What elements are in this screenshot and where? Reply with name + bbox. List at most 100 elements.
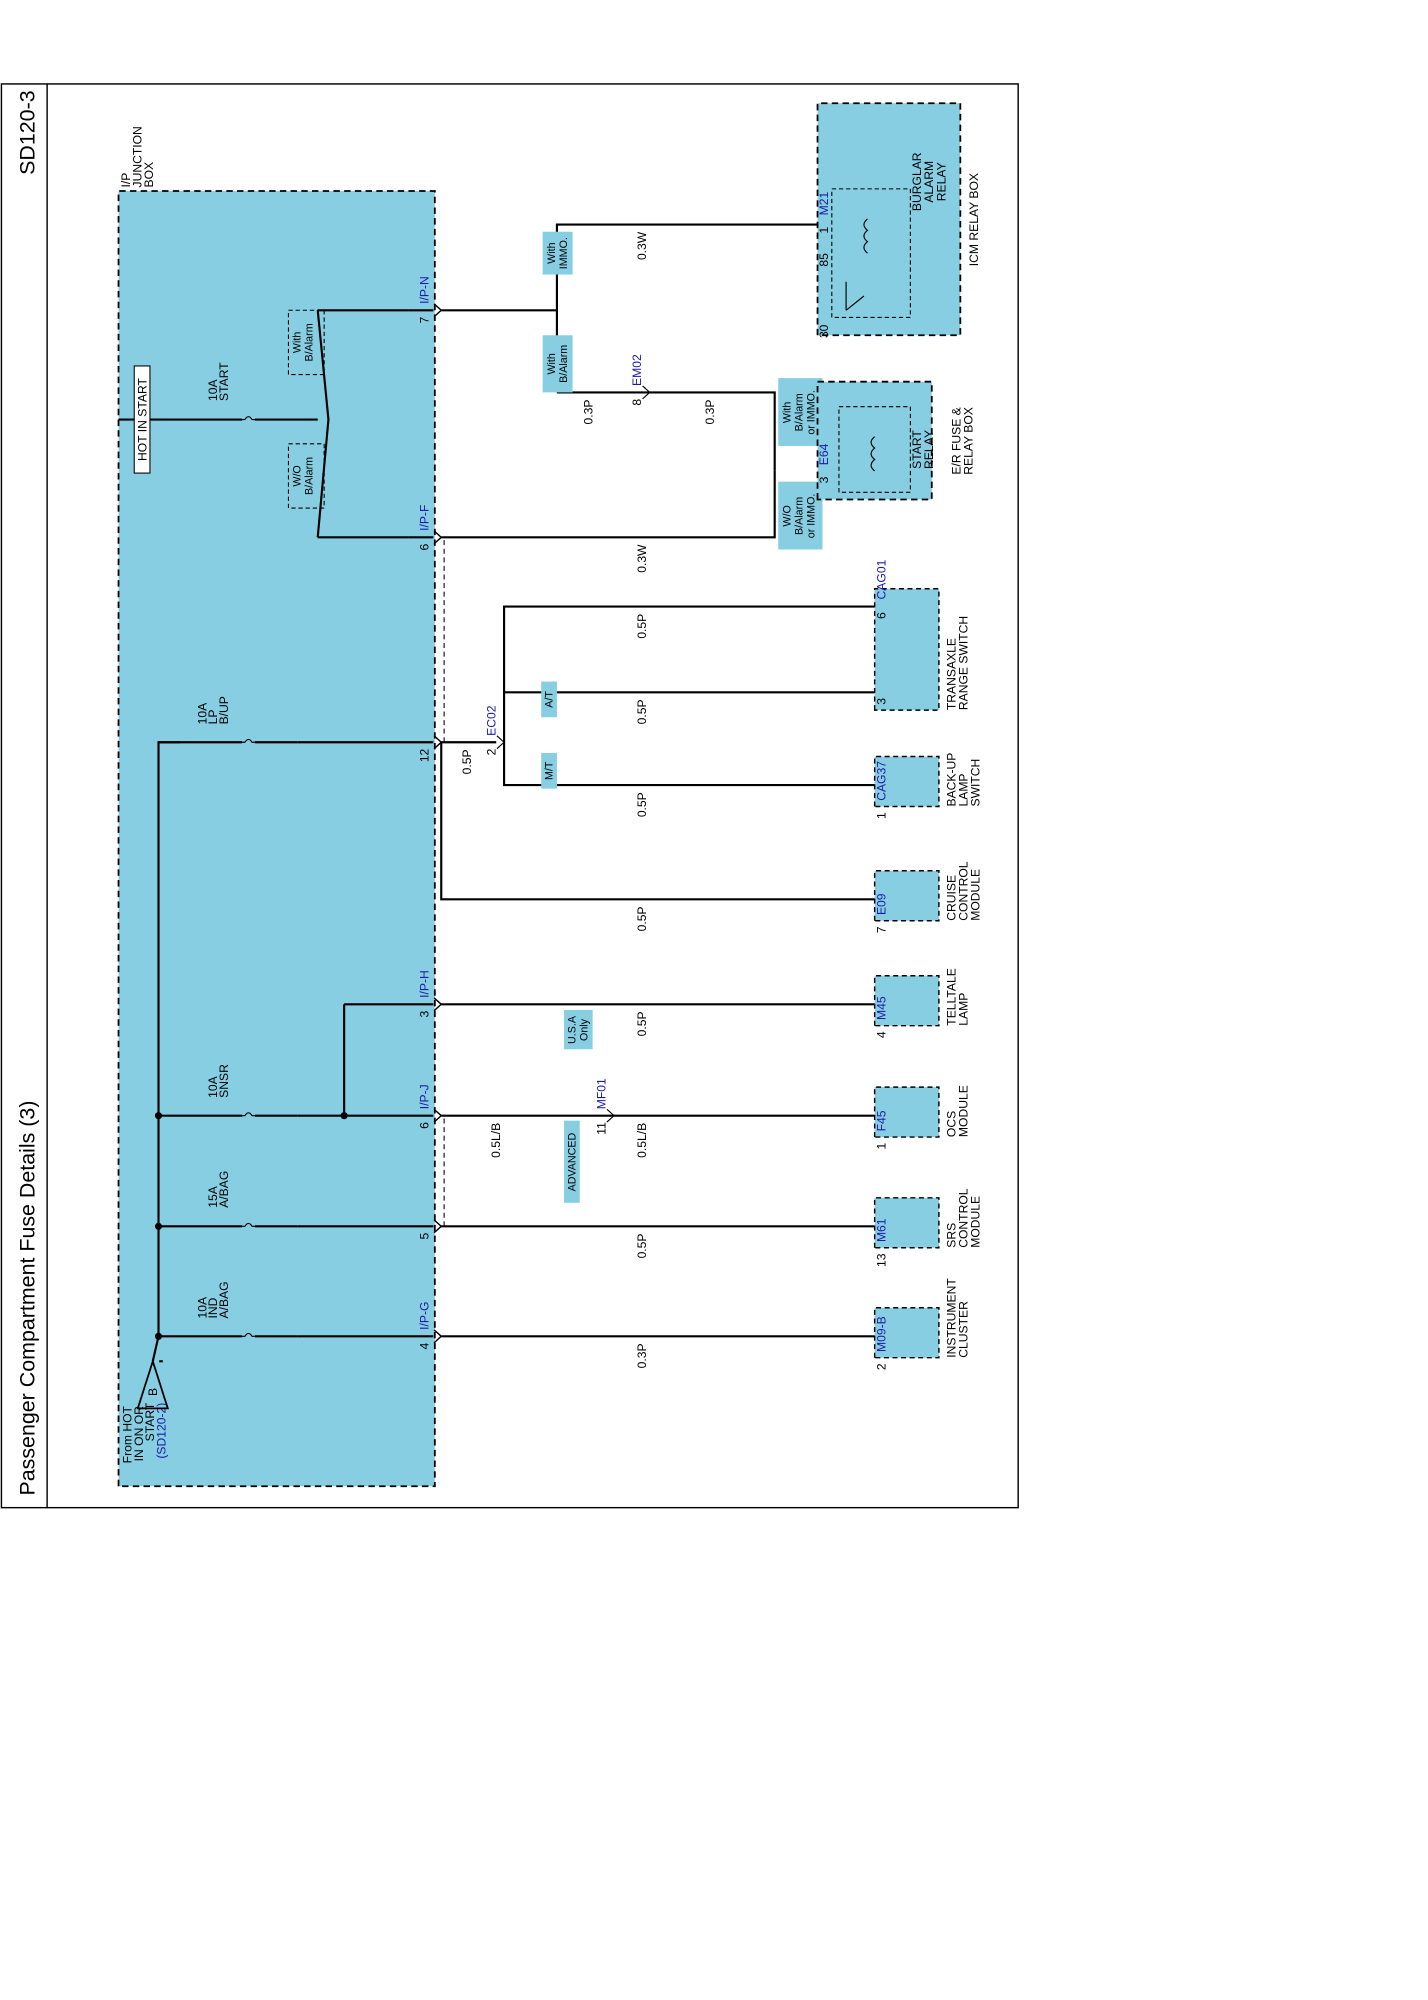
wire-telltale-label: 0.5P (635, 1011, 649, 1036)
connector-cag01[interactable]: CAG01 (874, 559, 888, 599)
cond-wo-immo-box (778, 481, 823, 550)
alarm-relay-switch-icon (845, 281, 865, 311)
page-title: Passenger Compartment Fuse Details (3) (15, 1101, 39, 1496)
svg-text:4: 4 (417, 1342, 431, 1349)
wire-tr3-label: 0.5P (635, 699, 649, 724)
jb-pin-3: 3 I/P-H (344, 970, 434, 1017)
fuse-abag-symbol (242, 1222, 255, 1227)
ec02-connector[interactable]: EC02 (485, 705, 499, 736)
wire-range-3 (503, 691, 875, 743)
component-cruise-module: 7 E09 CRUISECONTROLMODULE (873, 861, 983, 933)
jb-connector-iph[interactable]: I/P-H (417, 970, 431, 998)
fuse-snsr-symbol (242, 1112, 255, 1117)
svg-text:6: 6 (417, 1122, 431, 1129)
svg-text:TRANSAXLERANGE SWITCH: TRANSAXLERANGE SWITCH (944, 616, 970, 710)
wire-start-with (441, 309, 558, 393)
hot-in-start-box (133, 365, 151, 474)
start-relay-coil-icon (870, 436, 876, 472)
svg-text:CRUISECONTROLMODULE: CRUISECONTROLMODULE (944, 861, 982, 921)
wire-range-6 (503, 605, 875, 693)
mf01-connector[interactable]: MF01 (594, 1078, 608, 1109)
connector-cag37[interactable]: CAG37 (874, 761, 888, 801)
jb-connector-ipn[interactable]: I/P-N (417, 276, 431, 304)
fuse-snsr-label: SNSR10A (206, 1064, 231, 1098)
connector-m21[interactable]: M21 (817, 191, 831, 215)
wire-tr6-label: 0.5P (635, 614, 649, 639)
component-telltale-lamp: 4 M45 TELLTALELAMP (873, 968, 970, 1038)
cond-mt-box (541, 752, 557, 789)
source-label: From HOT IN ON OR START (120, 1402, 157, 1463)
mf01-pin: 11 (594, 1122, 608, 1135)
svg-text:30: 30 (817, 324, 831, 338)
cond-with-immo: WithIMMO. (546, 237, 570, 269)
connector-m61[interactable]: M61 (874, 1218, 888, 1242)
hot-in-start-label: HOT IN START (135, 378, 149, 461)
connector-e64[interactable]: E64 (817, 443, 831, 465)
cond-with-balarm-short: WithB/Alarm (546, 345, 570, 383)
svg-text:6: 6 (417, 544, 431, 551)
cond-usa-box (564, 1009, 593, 1050)
connector-e09[interactable]: E09 (874, 893, 888, 915)
jb-pin-5: 5 (297, 1225, 434, 1240)
jb-pin-6j: 6 I/P-J (297, 1084, 434, 1129)
wire-ocs-jb-label: 0.5L/B (489, 1123, 503, 1158)
fuse-bup-label: B/UPLP10A (195, 696, 230, 724)
wire-instrument-label: 0.3P (635, 1343, 649, 1368)
svg-text:TELLTALELAMP: TELLTALELAMP (944, 968, 970, 1026)
splice-1 (154, 1332, 163, 1340)
connector-f45[interactable]: F45 (874, 1110, 888, 1131)
svg-text:3: 3 (874, 698, 888, 705)
svg-text:1: 1 (817, 226, 831, 233)
cond-with-balarm-short-box (542, 335, 573, 393)
fuse-aind-label: A/BAGIND10A (195, 1281, 230, 1318)
connector-m45[interactable]: M45 (874, 996, 888, 1020)
jb-pin-6f: 6 I/P-F (408, 505, 434, 551)
svg-text:SRSCONTROLMODULE: SRSCONTROLMODULE (944, 1188, 982, 1248)
component-transaxle-switch: 3 6 CAG01 TRANSAXLERANGE SWITCH (873, 559, 970, 711)
cond-with-immo-box (542, 231, 573, 275)
em02-connector[interactable]: EM02 (630, 354, 644, 386)
jb-pin-7: 7 I/P-N (408, 276, 434, 323)
fuse-abag-label: A/BAG15A (206, 1171, 231, 1208)
wire-em02-jb-label: 0.3P (582, 400, 596, 425)
cond-with-immo-relay-box (778, 378, 823, 446)
svg-text:7: 7 (874, 926, 888, 933)
jb-connector-ipj[interactable]: I/P-J (417, 1084, 431, 1109)
fuse-start-symbol (242, 416, 255, 421)
svg-text:4: 4 (874, 1031, 888, 1038)
source-ref[interactable]: (SD120-2) (155, 1403, 169, 1459)
cond-with-balarm: WithB/Alarm (292, 323, 316, 361)
cond-with-balarm-box (287, 309, 325, 376)
wire-cruise-label: 0.5P (635, 906, 649, 931)
wire-start-wo-label: 0.3W (635, 544, 649, 573)
source-terminal: B (146, 1388, 160, 1396)
fuse-start-label: START10A (206, 362, 231, 401)
wire-ocs-comp-label: 0.5L/B (635, 1123, 649, 1158)
cond-advanced-box (564, 1120, 580, 1203)
wire-em02-relay (556, 391, 776, 471)
jb-connector-ipg[interactable]: I/P-G (417, 1302, 431, 1330)
cond-usa: U.S.AOnly (566, 1015, 590, 1044)
svg-text:BURGLARALARMRELAY: BURGLARALARMRELAY (910, 152, 948, 211)
component-ocs-module: 1 F45 OCSMODULE (873, 1085, 970, 1150)
svg-text:12: 12 (417, 748, 431, 762)
svg-text:INSTRUMENTCLUSTER: INSTRUMENTCLUSTER (944, 1278, 970, 1358)
svg-text:3: 3 (817, 476, 831, 483)
page-frame (0, 83, 1019, 1509)
component-instrument-cluster: 2 M09-B INSTRUMENTCLUSTER (873, 1278, 970, 1370)
wire-cruise (440, 742, 875, 901)
page-code: SD120-3 (15, 90, 39, 174)
wire-start-wo (441, 470, 776, 539)
connector-m09b[interactable]: M09-B (874, 1316, 888, 1352)
cond-mt: M/T (544, 761, 556, 780)
svg-text:3: 3 (417, 1010, 431, 1017)
source-terminal-triangle (136, 1358, 170, 1410)
wire-ec02-jb-label: 0.5P (460, 749, 474, 774)
wire-m21 (555, 223, 875, 311)
wire-backup (503, 742, 875, 787)
svg-text:1: 1 (874, 1143, 888, 1150)
jb-connector-ipf[interactable]: I/P-F (417, 505, 431, 531)
wire-m21-label: 0.3W (635, 231, 649, 260)
svg-text:5: 5 (417, 1233, 431, 1240)
